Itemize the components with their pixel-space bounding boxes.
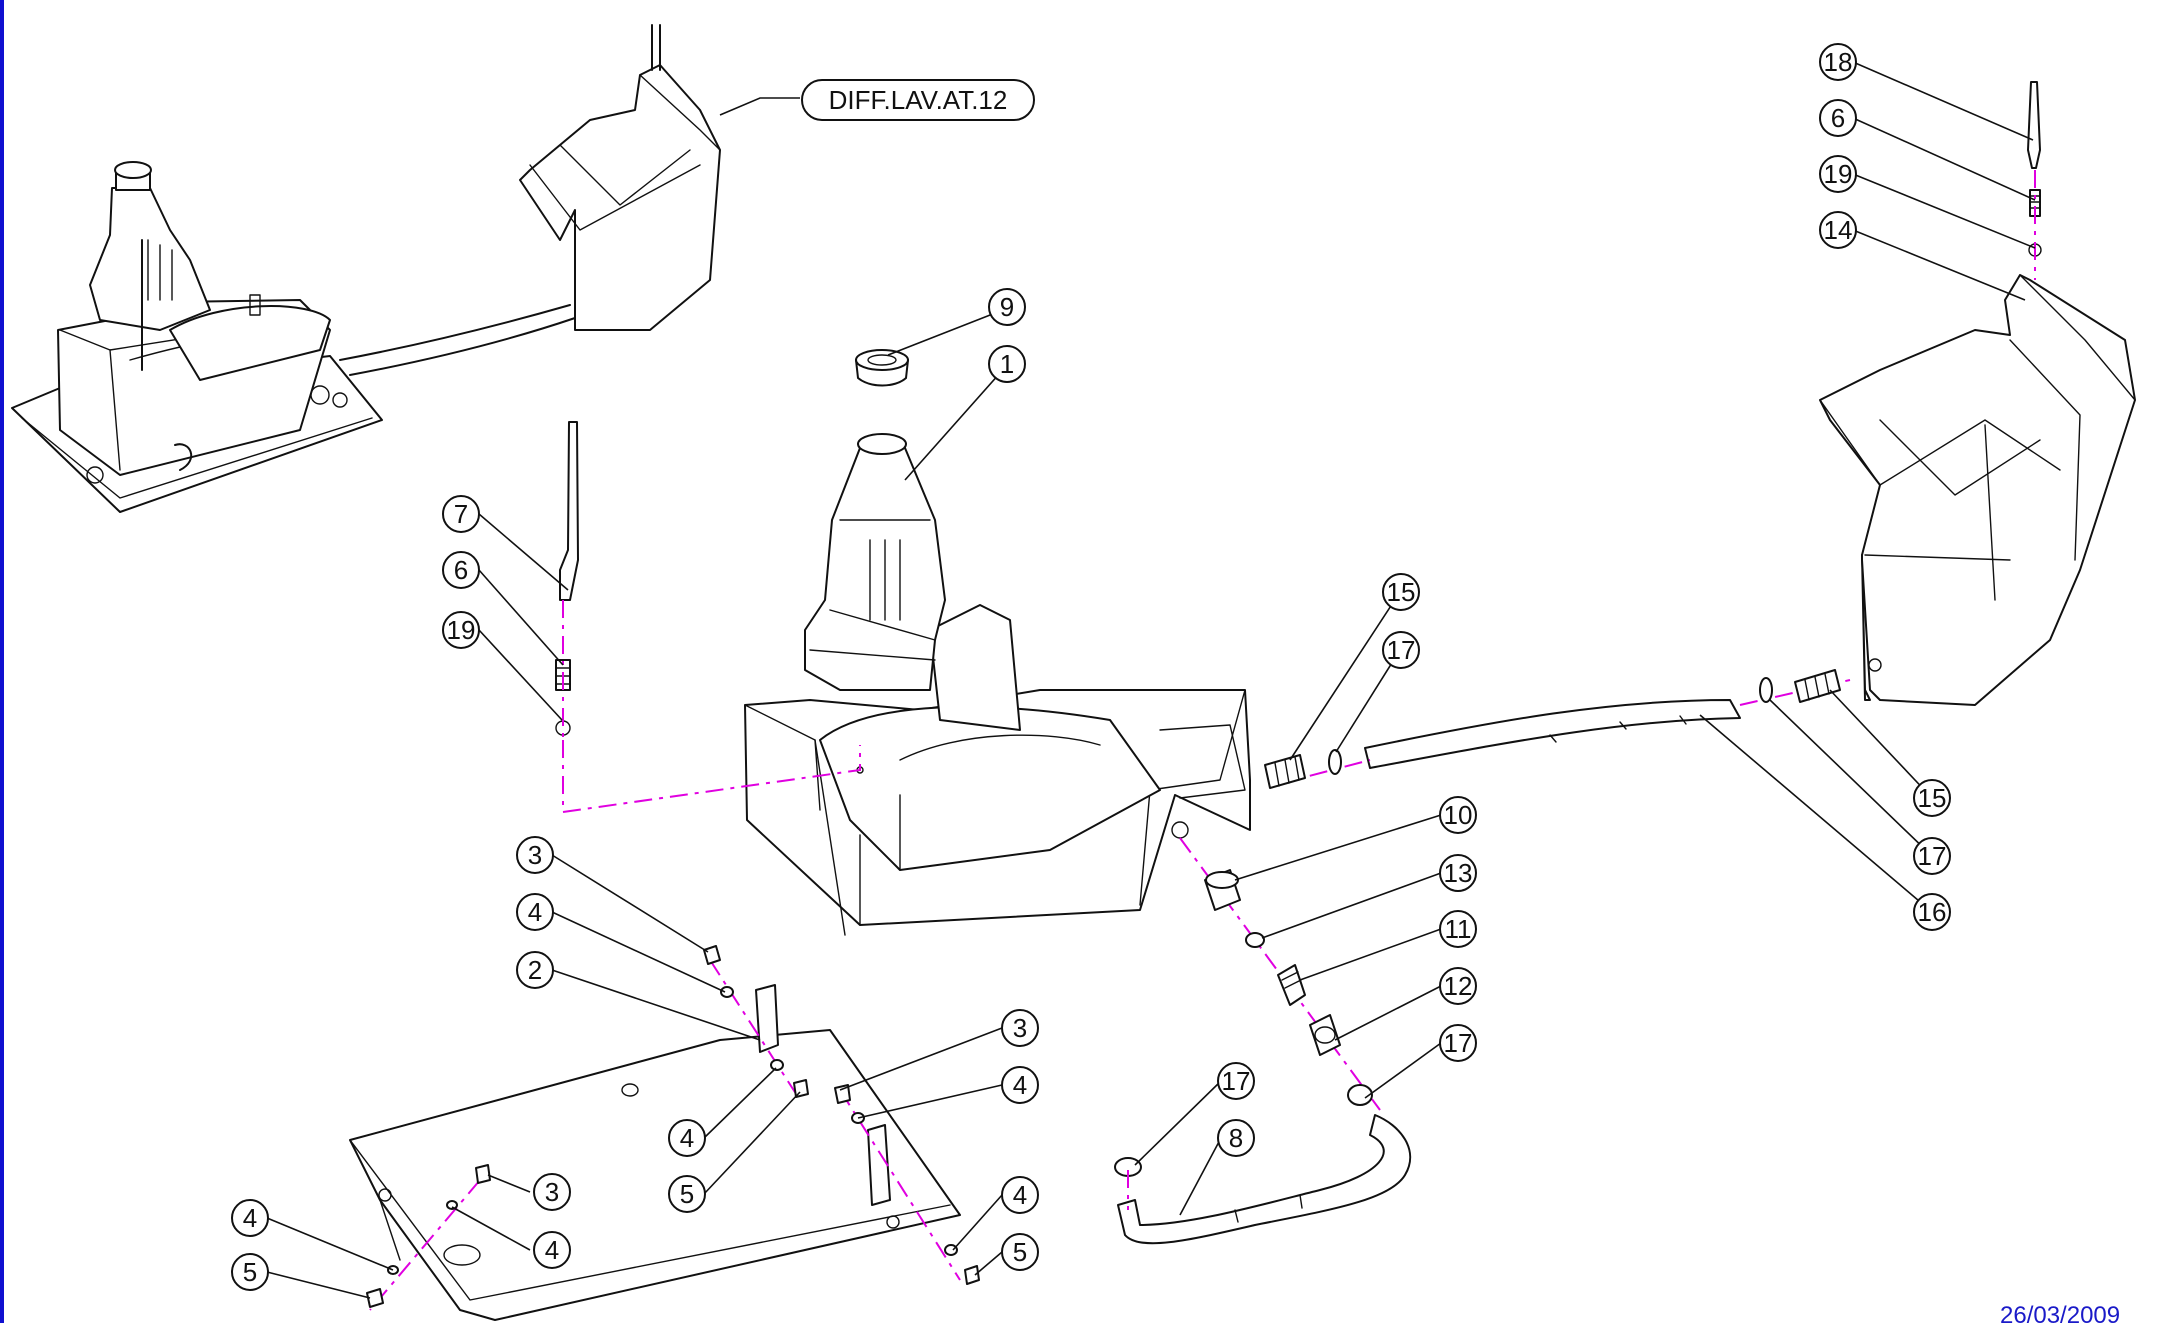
callout-3: 3 — [533, 1173, 571, 1211]
svg-text:3: 3 — [1013, 1013, 1027, 1043]
reference-tag: DIFF.LAV.AT.12 — [801, 79, 1035, 121]
callout-11: 11 — [1439, 910, 1477, 948]
callout-19: 19 — [442, 611, 480, 649]
callout-10: 10 — [1439, 796, 1477, 834]
svg-text:16: 16 — [1918, 897, 1947, 927]
callout-17: 17 — [1439, 1024, 1477, 1062]
callout-5: 5 — [1001, 1233, 1039, 1271]
svg-text:4: 4 — [680, 1123, 694, 1153]
svg-text:17: 17 — [1444, 1028, 1473, 1058]
callout-15: 15 — [1382, 573, 1420, 611]
svg-text:19: 19 — [1824, 159, 1853, 189]
callout-3: 3 — [516, 836, 554, 874]
overview-assembly — [11, 24, 800, 513]
callout-17: 17 — [1217, 1062, 1255, 1100]
svg-text:19: 19 — [447, 615, 476, 645]
callout-8: 8 — [1217, 1119, 1255, 1157]
svg-text:4: 4 — [243, 1203, 257, 1233]
svg-text:4: 4 — [528, 897, 542, 927]
svg-text:15: 15 — [1387, 577, 1416, 607]
svg-text:13: 13 — [1444, 858, 1473, 888]
callout-16: 16 — [1913, 893, 1951, 931]
reference-tag-label: DIFF.LAV.AT.12 — [829, 85, 1008, 115]
svg-text:1: 1 — [1000, 349, 1014, 379]
svg-text:3: 3 — [528, 840, 542, 870]
callout-9: 9 — [988, 288, 1026, 326]
part-2-plate — [349, 945, 980, 1321]
callout-4: 4 — [668, 1119, 706, 1157]
svg-text:17: 17 — [1918, 841, 1947, 871]
svg-text:8: 8 — [1229, 1123, 1243, 1153]
callout-7: 7 — [442, 495, 480, 533]
callout-17: 17 — [1913, 837, 1951, 875]
callout-6: 6 — [442, 551, 480, 589]
svg-text:14: 14 — [1824, 215, 1853, 245]
right-tank — [1819, 274, 2136, 706]
svg-text:7: 7 — [454, 499, 468, 529]
callout-1: 1 — [988, 345, 1026, 383]
drawing-date: 26/03/2009 — [2000, 1302, 2121, 1329]
svg-text:4: 4 — [1013, 1180, 1027, 1210]
svg-text:9: 9 — [1000, 292, 1014, 322]
callout-5: 5 — [231, 1253, 269, 1291]
callout-3: 3 — [1001, 1009, 1039, 1047]
callout-2: 2 — [516, 951, 554, 989]
callout-4: 4 — [231, 1199, 269, 1237]
leader-lines — [266, 61, 2036, 1299]
part-18-tube — [2027, 81, 2042, 280]
callout-4: 4 — [533, 1231, 571, 1269]
svg-text:4: 4 — [545, 1235, 559, 1265]
drain-assembly — [1114, 837, 1412, 1245]
svg-text:17: 17 — [1222, 1066, 1251, 1096]
callout-4: 4 — [1001, 1066, 1039, 1104]
svg-text:4: 4 — [1013, 1070, 1027, 1100]
svg-text:5: 5 — [680, 1179, 694, 1209]
central-tank — [744, 349, 1251, 936]
svg-text:15: 15 — [1918, 783, 1947, 813]
callout-4: 4 — [1001, 1176, 1039, 1214]
svg-text:6: 6 — [1831, 103, 1845, 133]
callout-5: 5 — [668, 1175, 706, 1213]
svg-text:5: 5 — [1013, 1237, 1027, 1267]
svg-text:6: 6 — [454, 555, 468, 585]
callout-4: 4 — [516, 893, 554, 931]
callout-15: 15 — [1913, 779, 1951, 817]
callout-19: 19 — [1819, 155, 1857, 193]
svg-text:17: 17 — [1387, 635, 1416, 665]
part-7-tube — [555, 421, 861, 814]
svg-text:11: 11 — [1445, 914, 1472, 944]
callout-13: 13 — [1439, 854, 1477, 892]
callout-14: 14 — [1819, 211, 1857, 249]
callout-18: 18 — [1819, 43, 1857, 81]
svg-text:5: 5 — [243, 1257, 257, 1287]
callout-6: 6 — [1819, 99, 1857, 137]
svg-text:2: 2 — [528, 955, 542, 985]
svg-text:18: 18 — [1824, 47, 1853, 77]
part-16-hose — [1264, 669, 1851, 789]
callout-17: 17 — [1382, 631, 1420, 669]
callout-12: 12 — [1439, 967, 1477, 1005]
svg-text:12: 12 — [1444, 971, 1473, 1001]
svg-text:3: 3 — [545, 1177, 559, 1207]
svg-text:10: 10 — [1444, 800, 1473, 830]
